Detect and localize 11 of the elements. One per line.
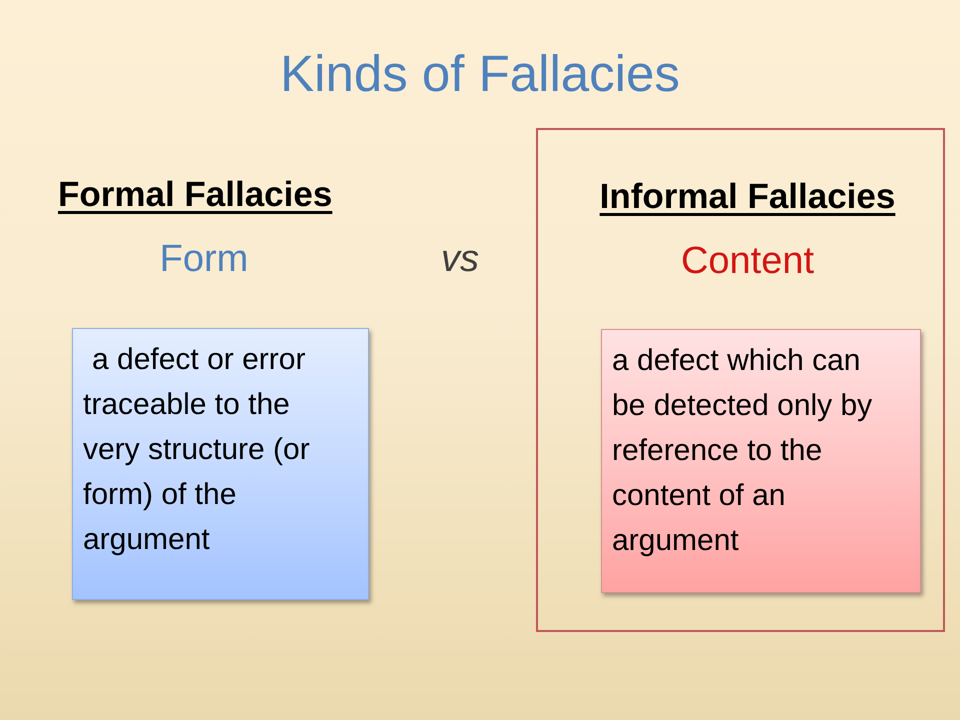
- column-heading: Informal Fallacies: [598, 176, 896, 218]
- slide-title: Kinds of Fallacies: [279, 44, 681, 104]
- definition-text: a defect or error traceable to the very structure (or form) of the argument: [83, 342, 311, 558]
- column-heading: Formal Fallacies: [58, 174, 334, 216]
- highlight-frame: [536, 128, 945, 632]
- keyword-label: Content: [680, 239, 816, 283]
- keyword-label: Form: [158, 237, 250, 281]
- definition-box: [72, 328, 369, 600]
- definition-text: a defect which can be detected only by reference to the content of an argument: [612, 343, 874, 559]
- definition-box: [601, 329, 921, 593]
- versus-label: vs: [440, 237, 480, 281]
